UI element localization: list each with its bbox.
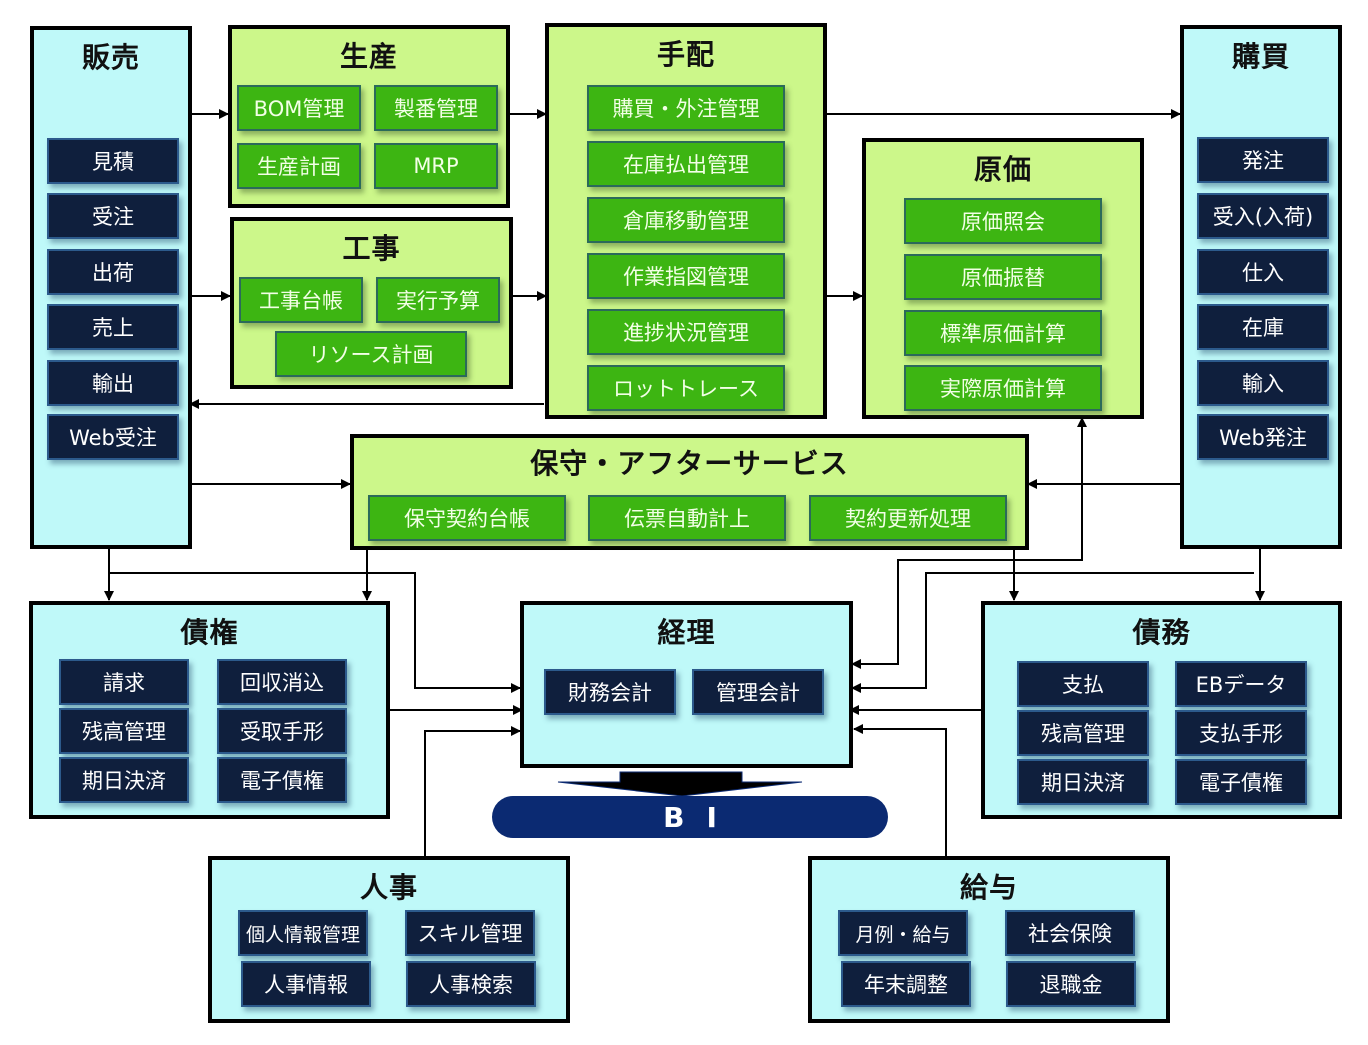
receivables-item[interactable]: 受取手形	[217, 708, 347, 754]
panel-accounting: 経理 財務会計 管理会計	[520, 601, 853, 768]
receivables-item[interactable]: 請求	[59, 659, 189, 705]
sales-item[interactable]: 受注	[47, 193, 179, 239]
production-item[interactable]: BOM管理	[237, 85, 361, 131]
arrangement-item[interactable]: 購買・外注管理	[587, 85, 785, 131]
purchasing-item[interactable]: 仕入	[1197, 249, 1329, 295]
panel-title-receivables: 債権	[180, 616, 239, 649]
sales-item[interactable]: 売上	[47, 304, 179, 350]
payables-item[interactable]: 残高管理	[1017, 710, 1149, 756]
cost-item[interactable]: 原価照会	[904, 198, 1102, 244]
cost-item[interactable]: 標準原価計算	[904, 310, 1102, 356]
payables-item[interactable]: 電子債権	[1175, 759, 1307, 805]
panel-title-construction: 工事	[342, 232, 401, 265]
arrow-maintenance-to-accounting	[851, 560, 899, 669]
panel-title-production: 生産	[339, 40, 398, 73]
arrangement-item[interactable]: 作業指図管理	[587, 253, 785, 299]
panel-title-hr: 人事	[359, 871, 418, 904]
payables-item[interactable]: 支払	[1017, 661, 1149, 707]
panel-title-accounting: 経理	[657, 616, 716, 649]
production-item[interactable]: 生産計画	[237, 143, 361, 189]
hr-item[interactable]: スキル管理	[405, 910, 535, 956]
panel-receivables: 債権 請求 回収消込 残高管理 受取手形 期日決済 電子債権	[29, 601, 390, 819]
sales-item[interactable]: Web受注	[47, 414, 179, 460]
arrangement-item[interactable]: ロットトレース	[587, 365, 785, 411]
arrangement-item[interactable]: 進捗状況管理	[587, 309, 785, 355]
payroll-item[interactable]: 社会保険	[1005, 910, 1135, 956]
purchasing-item[interactable]: 発注	[1197, 137, 1329, 183]
panel-payables: 債務 支払 EBデータ 残高管理 支払手形 期日決済 電子債権	[981, 601, 1342, 819]
arrow-accounting-to-bi	[557, 771, 803, 797]
maintenance-item[interactable]: 保守契約台帳	[368, 495, 566, 541]
construction-item[interactable]: 実行予算	[376, 277, 500, 323]
panel-production: 生産 BOM管理 製番管理 生産計画 MRP	[228, 25, 510, 208]
sales-item[interactable]: 見積	[47, 138, 179, 184]
panel-title-payables: 債務	[1132, 616, 1191, 649]
arrangement-item[interactable]: 在庫払出管理	[587, 141, 785, 187]
panel-title-cost: 原価	[973, 153, 1032, 186]
sales-item[interactable]: 輸出	[47, 360, 179, 406]
construction-item[interactable]: 工事台帳	[239, 277, 363, 323]
payables-item[interactable]: 期日決済	[1017, 759, 1149, 805]
panel-arrangement: 手配 購買・外注管理 在庫払出管理 倉庫移動管理 作業指図管理 進捗状況管理 ロ…	[545, 23, 827, 419]
panel-hr: 人事 個人情報管理 スキル管理 人事情報 人事検索	[208, 856, 570, 1023]
panel-title-maintenance: 保守・アフターサービス	[530, 447, 849, 480]
payables-item[interactable]: 支払手形	[1175, 710, 1307, 756]
bi-bar[interactable]: BI	[492, 796, 888, 838]
panel-title-arrangement: 手配	[656, 38, 715, 71]
payroll-item[interactable]: 年末調整	[841, 961, 971, 1007]
production-item[interactable]: MRP	[374, 143, 498, 189]
panel-maintenance: 保守・アフターサービス 保守契約台帳 伝票自動計上 契約更新処理	[350, 434, 1029, 550]
hr-item[interactable]: 人事情報	[241, 961, 371, 1007]
panel-cost: 原価 原価照会 原価振替 標準原価計算 実際原価計算	[862, 138, 1144, 419]
receivables-item[interactable]: 電子債権	[217, 757, 347, 803]
panel-title-sales: 販売	[81, 41, 140, 74]
accounting-item[interactable]: 財務会計	[544, 669, 676, 715]
payables-item[interactable]: EBデータ	[1175, 661, 1307, 707]
cost-item[interactable]: 原価振替	[904, 254, 1102, 300]
purchasing-item[interactable]: Web発注	[1197, 414, 1329, 460]
purchasing-item[interactable]: 受入(入荷)	[1197, 193, 1329, 239]
purchasing-item[interactable]: 在庫	[1197, 304, 1329, 350]
accounting-item[interactable]: 管理会計	[692, 669, 824, 715]
maintenance-item[interactable]: 伝票自動計上	[588, 495, 786, 541]
production-item[interactable]: 製番管理	[374, 85, 498, 131]
panel-title-purchasing: 購買	[1231, 40, 1290, 73]
panel-payroll: 給与 月例・給与 社会保険 年末調整 退職金	[808, 856, 1170, 1023]
receivables-item[interactable]: 期日決済	[59, 757, 189, 803]
panel-construction: 工事 工事台帳 実行予算 リソース計画	[230, 217, 513, 389]
arrow-hr-to-accounting	[424, 726, 521, 856]
payroll-item[interactable]: 月例・給与	[838, 910, 968, 956]
receivables-item[interactable]: 回収消込	[217, 659, 347, 705]
hr-item[interactable]: 人事検索	[406, 961, 536, 1007]
arrangement-item[interactable]: 倉庫移動管理	[587, 197, 785, 243]
construction-item[interactable]: リソース計画	[275, 331, 467, 377]
sales-item[interactable]: 出荷	[47, 249, 179, 295]
receivables-item[interactable]: 残高管理	[59, 708, 189, 754]
panel-sales: 販売 見積 受注 出荷 売上 輸出 Web受注	[30, 26, 192, 549]
maintenance-item[interactable]: 契約更新処理	[809, 495, 1007, 541]
hr-item[interactable]: 個人情報管理	[238, 910, 368, 956]
panel-purchasing: 購買 発注 受入(入荷) 仕入 在庫 輸入 Web発注	[1180, 25, 1342, 549]
panel-title-payroll: 給与	[959, 871, 1018, 904]
purchasing-item[interactable]: 輸入	[1197, 360, 1329, 406]
payroll-item[interactable]: 退職金	[1006, 961, 1136, 1007]
cost-item[interactable]: 実際原価計算	[904, 365, 1102, 411]
